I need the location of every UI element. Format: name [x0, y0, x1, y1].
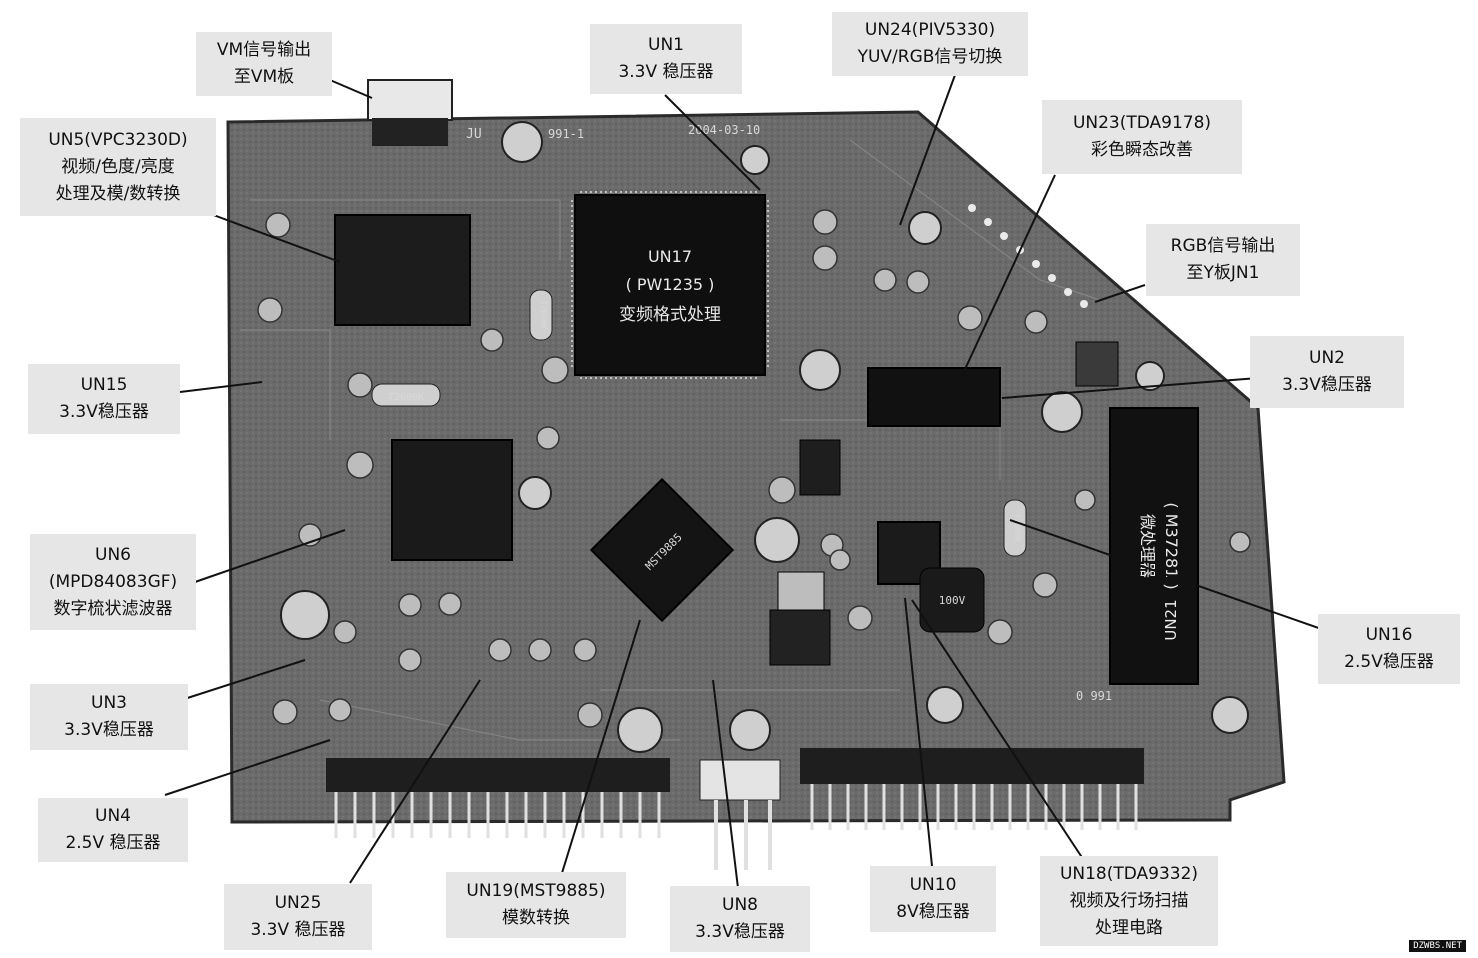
board-date-text: 2004-03-10 [688, 123, 760, 137]
label-un10-line-2: 8V稳压器 [896, 902, 970, 922]
crystal-label-2: T2000K [539, 301, 548, 330]
label-un1-line-1: UN1 [648, 35, 684, 55]
label-un15: UN15 3.3V稳压器 [28, 364, 180, 434]
label-un6: UN6 (MPD84083GF) 数字梳状滤波器 [30, 534, 196, 630]
label-rgb-output-line-1: RGB信号输出 [1170, 236, 1276, 256]
label-un15-line-2: 3.3V稳压器 [59, 402, 149, 422]
label-un23-line-2: 彩色瞬态改善 [1091, 140, 1193, 160]
label-un6-line-1: UN6 [95, 544, 131, 565]
label-rgb-output: RGB信号输出 至Y板JN1 [1146, 224, 1300, 296]
un17-chip-line-1: UN17 [648, 247, 692, 266]
label-un10: UN10 8V稳压器 [870, 866, 996, 932]
label-un2-line-2: 3.3V稳压器 [1282, 375, 1372, 395]
label-un5-line-1: UN5(VPC3230D) [48, 129, 188, 150]
leader-lines [164, 74, 1331, 889]
label-un24: UN24(PIV5330) YUV/RGB信号切换 [832, 12, 1028, 76]
label-un3-line-2: 3.3V稳压器 [64, 720, 154, 740]
un17-chip [574, 194, 766, 376]
label-un8: UN8 3.3V稳压器 [670, 886, 810, 952]
label-un25-line-2: 3.3V 稳压器 [250, 920, 346, 940]
un17-chip-line-2: ( PW1235 ) [626, 275, 715, 294]
crystal-label-3: T2000K [1013, 514, 1022, 543]
un19-chip: MST9885 [589, 477, 735, 623]
board-prefix-text: JU [466, 127, 482, 142]
label-un24-line-1: UN24(PIV5330) [864, 20, 996, 40]
label-un18: UN18(TDA9332) 视频及行场扫描 处理电路 [1040, 856, 1218, 946]
label-un6-line-2: (MPD84083GF) [48, 571, 178, 592]
label-un5-line-3: 处理及模/数转换 [55, 183, 181, 204]
label-un3-line-1: UN3 [91, 693, 127, 713]
label-vm-output-line-1: VM信号输出 [216, 40, 312, 60]
label-un4-line-1: UN4 [95, 806, 131, 826]
label-un15-line-1: UN15 [80, 375, 128, 395]
label-un2: UN2 3.3V稳压器 [1250, 336, 1404, 408]
label-un6-line-3: 数字梳状滤波器 [53, 598, 173, 619]
label-rgb-output-line-2: 至Y板JN1 [1186, 263, 1260, 283]
un21-chip [1109, 407, 1199, 685]
label-un19: UN19(MST9885) 模数转换 [446, 872, 626, 938]
vm-connector [367, 79, 453, 121]
label-un19-line-1: UN19(MST9885) [466, 881, 606, 901]
label-vm-output: VM信号输出 至VM板 [196, 32, 332, 96]
crystal-label-1: T2000K [388, 392, 424, 403]
label-un1: UN1 3.3V 稳压器 [590, 24, 742, 94]
label-un8-line-2: 3.3V稳压器 [695, 922, 785, 942]
label-un18-line-3: 处理电路 [1095, 917, 1163, 938]
un17-chip-line-3: 变频格式处理 [619, 305, 721, 325]
cap-value-text: 100V [939, 594, 966, 607]
un23-chip [867, 367, 1001, 427]
label-un10-line-1: UN10 [909, 875, 957, 895]
label-un16-line-1: UN16 [1365, 625, 1413, 645]
watermark: DZWBS.NET [1409, 940, 1466, 952]
label-un18-line-1: UN18(TDA9332) [1059, 863, 1199, 884]
un21-chip-line-1: ( M37281 ) [1162, 502, 1181, 589]
label-un8-line-1: UN8 [722, 895, 758, 915]
un21-chip-line-2: 微处理器 [1138, 514, 1157, 578]
label-un2-line-1: UN2 [1309, 348, 1345, 368]
label-un16-line-2: 2.5V稳压器 [1344, 652, 1434, 672]
label-un5-line-2: 视频/色度/亮度 [61, 156, 175, 177]
label-un25: UN25 3.3V 稳压器 [224, 884, 372, 950]
label-un24-line-2: YUV/RGB信号切换 [857, 47, 1003, 67]
label-un3: UN3 3.3V稳压器 [30, 684, 188, 750]
label-un25-line-1: UN25 [274, 893, 322, 913]
label-un1-line-2: 3.3V 稳压器 [618, 62, 714, 82]
label-vm-output-line-2: 至VM板 [233, 67, 295, 87]
un21-chip-line-3: UN21 [1162, 599, 1180, 640]
label-un4: UN4 2.5V 稳压器 [38, 798, 188, 862]
label-un16: UN16 2.5V稳压器 [1318, 614, 1460, 684]
board-bottom-code: 0 991 [1076, 689, 1112, 703]
un6-chip [391, 439, 513, 561]
label-un4-line-2: 2.5V 稳压器 [65, 833, 161, 853]
label-un18-line-2: 视频及行场扫描 [1069, 890, 1189, 911]
label-un23-line-1: UN23(TDA9178) [1072, 113, 1212, 133]
label-un5: UN5(VPC3230D) 视频/色度/亮度 处理及模/数转换 [20, 118, 216, 216]
label-un23: UN23(TDA9178) 彩色瞬态改善 [1042, 100, 1242, 174]
board-code-text: 991-1 [548, 127, 584, 141]
un8-regulator [769, 609, 831, 666]
un5-chip [334, 214, 471, 326]
label-un19-line-2: 模数转换 [502, 908, 570, 928]
